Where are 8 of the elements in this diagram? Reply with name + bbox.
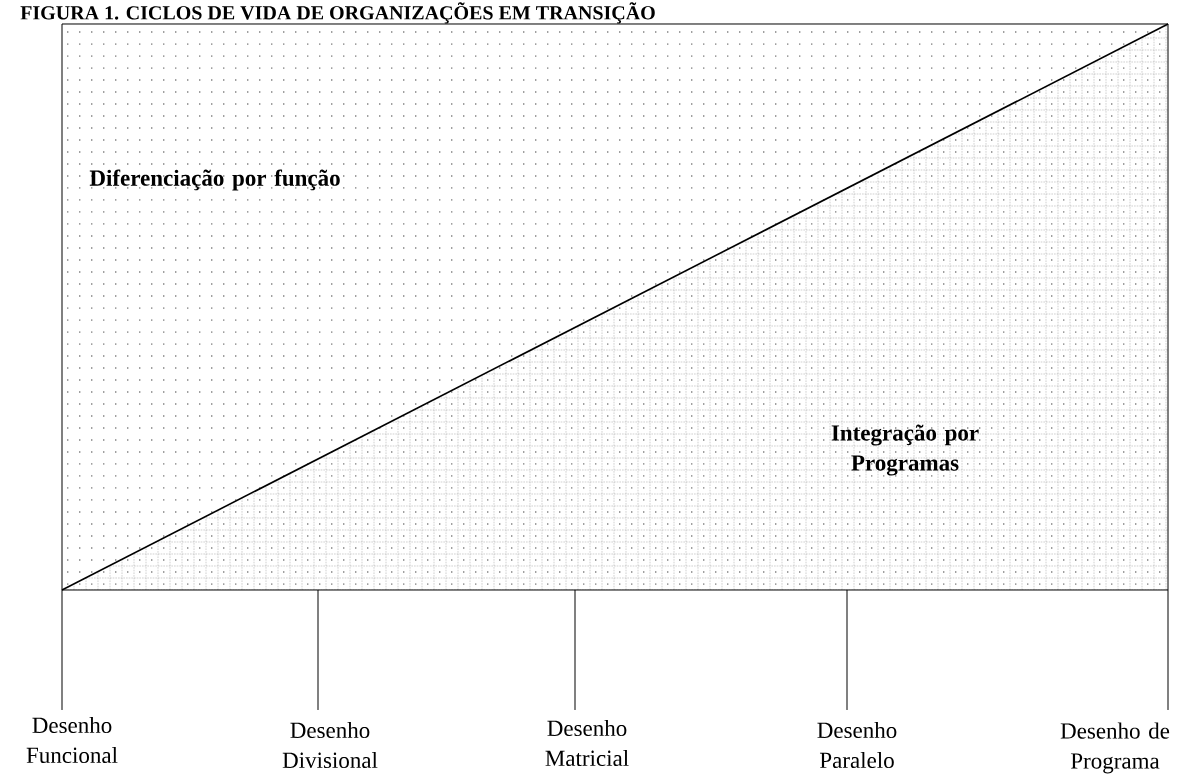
axis-label: Desenho Matricial [545, 719, 629, 767]
region-label: Diferenciação por função [89, 169, 340, 191]
axis-label: Desenho de Programa [1060, 722, 1170, 774]
axis-label: Desenho Divisional [282, 721, 378, 769]
title: FIGURA 1. CICLOS DE VIDA DE ORGANIZAÇÕES EM TRANSIÇÃO [20, 2, 655, 24]
region-label: Integração por Programas [831, 424, 979, 476]
axis-label: Desenho Paralelo [817, 721, 897, 769]
axis-label: Desenho Funcional [26, 716, 118, 764]
